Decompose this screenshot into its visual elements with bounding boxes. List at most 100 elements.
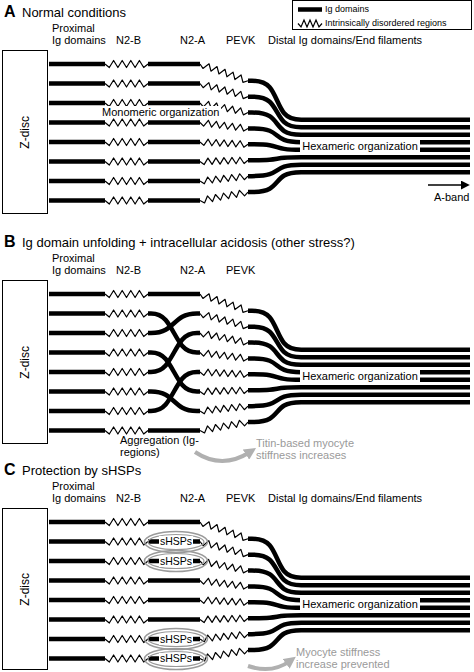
proximal-ig-segment xyxy=(49,389,105,394)
distal-ig-segment xyxy=(305,163,470,168)
node-text: sHSPs xyxy=(159,556,193,567)
converging-ig-segment xyxy=(248,172,305,192)
distal-ig-segment xyxy=(305,393,470,398)
pevk-disordered-segment xyxy=(200,615,248,622)
pevk-disordered-segment xyxy=(200,387,248,394)
distal-ig-segment xyxy=(305,133,470,138)
panel-title: Ig domain unfolding + intracellular acid… xyxy=(22,235,355,250)
legend-item: Ig domains xyxy=(293,3,471,16)
shsp-ellipse: sHSPs xyxy=(143,647,209,671)
distal-ig-segment xyxy=(305,118,470,123)
pevk-disordered-segment xyxy=(200,64,248,83)
pevk-disordered-segment xyxy=(200,294,248,313)
proximal-ig-segment xyxy=(49,62,105,67)
region-label: N2-A xyxy=(180,492,205,504)
region-label: PEVK xyxy=(226,34,255,46)
converging-ig-segment xyxy=(248,113,305,135)
n2b-disordered-segment xyxy=(105,655,148,662)
proximal-ig-segment xyxy=(49,656,105,661)
pevk-disordered-segment xyxy=(200,522,248,541)
proximal-ig-segment xyxy=(49,520,105,525)
distal-ig-segment xyxy=(305,591,470,596)
proximal-ig-segment xyxy=(49,539,105,544)
legend-text: Intrinsically disordered regions xyxy=(325,17,447,30)
n2b-disordered-segment xyxy=(105,616,148,623)
proximal-ig-segment xyxy=(49,292,105,297)
n2a-ig-segment xyxy=(148,159,200,164)
distal-ig-segment xyxy=(305,576,470,581)
n2a-ig-segment xyxy=(148,101,200,106)
titin-strands xyxy=(49,291,470,435)
n2b-disordered-segment xyxy=(105,408,148,415)
distal-ig-segment xyxy=(305,621,470,626)
stiffness-note: Myocyte stiffness increase prevented xyxy=(296,646,408,670)
converging-ig-segment xyxy=(248,343,305,365)
pevk-disordered-segment xyxy=(200,350,248,361)
n2b-disordered-segment xyxy=(105,178,148,185)
node-text: Z-disc xyxy=(18,346,32,379)
pevk-disordered-segment xyxy=(200,404,248,414)
pevk-disordered-segment xyxy=(200,313,248,329)
proximal-ig-segment xyxy=(49,81,105,86)
n2a-ig-segment xyxy=(148,140,200,145)
n2a-aggregated-segment xyxy=(148,333,200,372)
pevk-disordered-segment xyxy=(200,120,248,131)
n2b-disordered-segment xyxy=(105,538,148,545)
converging-ig-segment xyxy=(248,586,305,600)
distal-ig-segment xyxy=(305,583,470,588)
pevk-disordered-segment xyxy=(200,597,248,605)
n2a-ig-segment xyxy=(148,120,200,125)
a-band-arrow xyxy=(428,184,468,186)
proximal-ig-segment xyxy=(49,409,105,414)
n2a-aggregated-segment xyxy=(148,372,200,411)
distal-ig-segment xyxy=(305,348,470,353)
n2b-disordered-segment xyxy=(105,80,148,87)
hexamer-label-box: Hexameric organization xyxy=(300,138,420,154)
node-text: sHSPs xyxy=(159,653,193,664)
n2a-aggregated-segment xyxy=(148,314,200,334)
converging-ig-segment xyxy=(248,128,305,142)
converging-ig-segment xyxy=(248,602,305,607)
node-text: Hexameric organization xyxy=(302,140,418,152)
n2b-disordered-segment xyxy=(105,388,148,395)
inner-ellipse xyxy=(148,632,204,647)
n2b-disordered-segment xyxy=(105,597,148,604)
n2a-ig-segment xyxy=(148,179,200,184)
proximal-ig-segment xyxy=(49,120,105,125)
node-text: Hexameric organization xyxy=(302,370,418,382)
region-label: Proximal xyxy=(52,480,95,492)
proximal-ig-segment xyxy=(49,140,105,145)
converging-ig-segment xyxy=(248,157,305,160)
pevk-disordered-segment xyxy=(200,578,248,589)
distal-ig-segment xyxy=(305,125,470,130)
n2a-ig-segment xyxy=(148,81,200,86)
outer-ellipse xyxy=(145,551,208,572)
legend-text: Ig domains xyxy=(325,3,369,16)
proximal-ig-segment xyxy=(49,331,105,336)
node-text: Z-disc xyxy=(18,116,32,149)
legend-sample xyxy=(297,17,323,30)
n2a-ig-segment xyxy=(148,292,200,297)
outer-ellipse xyxy=(145,531,208,552)
n2b-disordered-segment xyxy=(105,139,148,146)
a-band-label: A-band xyxy=(434,191,469,203)
n2b-disordered-segment xyxy=(105,558,148,565)
node-text: Hexameric organization xyxy=(302,598,418,610)
proximal-ig-segment xyxy=(49,617,105,622)
proximal-ig-segment xyxy=(49,101,105,106)
n2a-ig-segment xyxy=(148,578,200,583)
region-label: N2-B xyxy=(116,492,141,504)
distal-ig-segment xyxy=(305,155,470,160)
disordered-sample xyxy=(298,20,322,27)
region-label: Distal Ig domains/End filaments xyxy=(268,34,422,46)
panel-letter: C xyxy=(4,461,16,478)
panel-title: Protection by sHSPs xyxy=(22,463,141,478)
inner-ellipse xyxy=(148,534,204,549)
proximal-ig-segment xyxy=(49,637,105,642)
region-label: Ig domains xyxy=(52,34,106,46)
node-text: Z-disc xyxy=(18,573,32,606)
region-label: N2-A xyxy=(180,34,205,46)
stiffness-arrow xyxy=(195,452,250,461)
